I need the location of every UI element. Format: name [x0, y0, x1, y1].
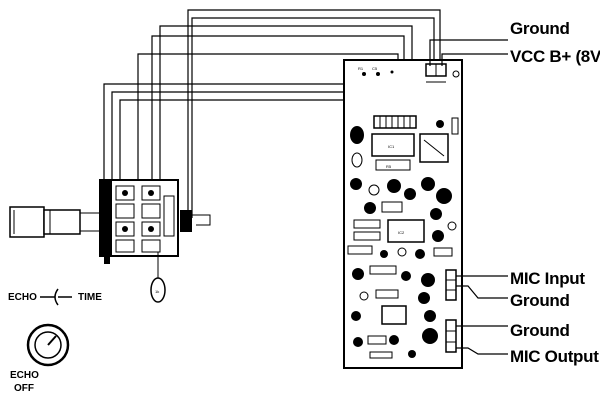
echo-off-label-line2: OFF [14, 383, 34, 394]
pcb-middle-components: IC2 [347, 177, 457, 259]
svg-text:C5: C5 [372, 66, 378, 71]
mic-output-connector [445, 319, 457, 353]
echo-time-indicator: ECHO TIME [8, 288, 102, 306]
pot-bushing [43, 209, 81, 235]
pot-resistor [150, 277, 166, 303]
svg-text:IC2: IC2 [398, 230, 405, 235]
wire-1 [187, 9, 441, 215]
wire-bundle [103, 9, 441, 226]
time-label: TIME [78, 292, 102, 303]
svg-text:R5: R5 [386, 164, 392, 169]
svg-text:1k: 1k [155, 289, 159, 294]
mic-input-label: MIC Input [510, 269, 585, 288]
vcc-label: VCC B+ (8V [510, 47, 600, 66]
pcb-header-connector [373, 115, 417, 129]
echo-potentiometer: 1k [9, 179, 192, 303]
mic-input-connector [445, 269, 457, 301]
echo-pcb: R1 C5 IC1 R5 IC2 [343, 59, 463, 369]
pcb-upper-components: IC1 R5 [350, 117, 459, 171]
echo-label: ECHO [8, 292, 37, 303]
echo-off-label-line1: ECHO [10, 370, 39, 381]
leader-lines [429, 39, 508, 355]
wire-9 [188, 214, 211, 226]
pot-shaft [9, 206, 45, 238]
svg-text:R1: R1 [358, 66, 364, 71]
ground-label-top: Ground [510, 19, 570, 38]
transistor-block [381, 305, 407, 325]
connector-labels: Ground VCC B+ (8V MIC Input Ground Groun… [510, 19, 600, 366]
knob-pointer [47, 335, 57, 346]
wire-2 [191, 17, 435, 218]
svg-text:IC1: IC1 [388, 144, 395, 149]
ground-label-mid: Ground [510, 291, 570, 310]
pot-terminals [115, 185, 192, 253]
echo-knob: ECHO OFF [10, 323, 70, 394]
ic-1 [371, 133, 415, 157]
ic-3 [387, 219, 425, 243]
mic-output-label: MIC Output [510, 347, 599, 366]
ground-label-low: Ground [510, 321, 570, 340]
pcb-lower-components [351, 265, 457, 359]
